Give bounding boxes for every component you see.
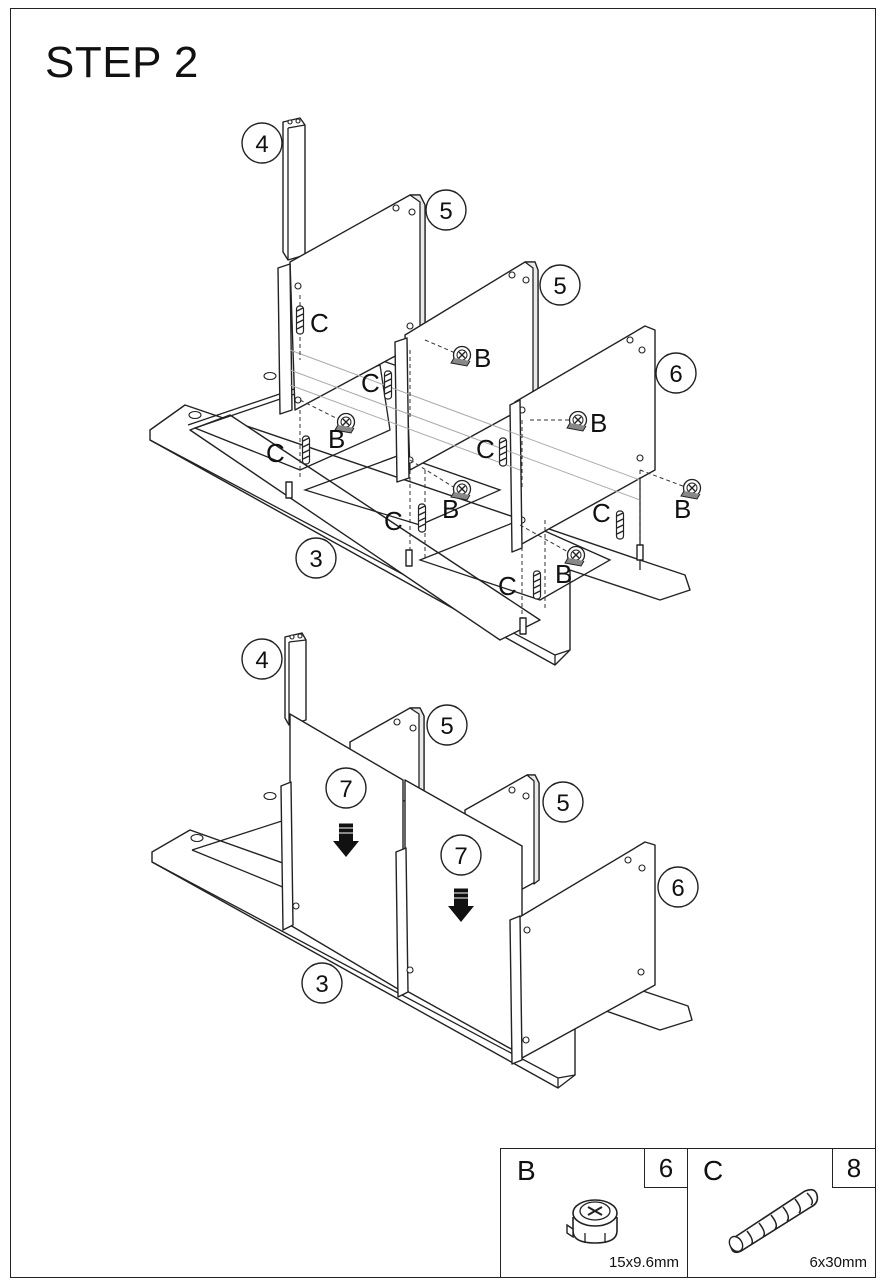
end-panel-part-6 (509, 841, 656, 1065)
svg-text:7: 7 (454, 843, 467, 870)
cam-lock-label: B (474, 343, 491, 373)
hardware-table: B 6 15x9.6mm C 8 6x30mm (500, 1148, 876, 1278)
dowel-label: C (384, 506, 403, 536)
cam-lock-label: B (555, 559, 572, 589)
svg-text:3: 3 (315, 971, 328, 998)
callout-part-4: 4 (241, 122, 283, 164)
base-frame-part-3 (149, 359, 691, 666)
hardware-quantity: 6 (644, 1149, 687, 1188)
callout-part-4: 4 (241, 638, 283, 680)
cam-lock-icon (566, 1199, 618, 1244)
callout-part-7: 7 (440, 834, 482, 876)
callout-part-7: 7 (325, 767, 367, 809)
cam-lock-label: B (674, 494, 691, 524)
post-part-4-front (277, 263, 293, 415)
hardware-quantity: 8 (832, 1149, 875, 1188)
exploded-assembly-view: C C C C C C C B B B B B B 4 5 5 (149, 117, 702, 666)
dowel-icon (532, 570, 542, 600)
post-middle (395, 847, 409, 998)
svg-text:5: 5 (556, 790, 569, 817)
callout-part-3: 3 (295, 537, 337, 579)
dowel-icon (301, 435, 311, 465)
hardware-letter: C (703, 1155, 724, 1186)
callout-part-6: 6 (657, 866, 699, 908)
svg-text:4: 4 (255, 131, 268, 158)
assembled-view: 4 5 5 6 7 7 3 (151, 632, 699, 1089)
svg-text:6: 6 (669, 361, 682, 388)
hardware-cell-c: C 8 6x30mm (687, 1149, 875, 1277)
leg-part-4 (284, 632, 307, 726)
hardware-size: 15x9.6mm (608, 1254, 679, 1271)
dowel-icon (417, 503, 427, 533)
side-panel-part-5-rear (289, 194, 426, 411)
svg-text:6: 6 (671, 875, 684, 902)
hardware-letter: B (517, 1155, 536, 1186)
cam-lock-label: B (328, 424, 345, 454)
callout-part-5: 5 (542, 781, 584, 823)
svg-text:5: 5 (439, 198, 452, 225)
dowel-icon (383, 370, 393, 400)
dowel-icon (295, 305, 305, 335)
dowel-label: C (498, 571, 517, 601)
dowel-icon (615, 510, 625, 540)
callout-part-5: 5 (426, 704, 468, 746)
callout-part-5: 5 (425, 189, 467, 231)
step-title: STEP 2 (45, 38, 199, 87)
leg-part-4 (282, 117, 306, 261)
callout-part-3: 3 (301, 962, 343, 1004)
svg-text:7: 7 (339, 776, 352, 803)
dowel-icon (498, 437, 508, 467)
hardware-cell-b: B 6 15x9.6mm (501, 1149, 688, 1277)
callout-part-6: 6 (655, 352, 697, 394)
dowel-label: C (361, 368, 380, 398)
dowel-label: C (266, 438, 285, 468)
callout-part-5: 5 (539, 264, 581, 306)
hardware-size: 6x30mm (809, 1254, 867, 1271)
cam-lock-label: B (442, 494, 459, 524)
dowel-label: C (592, 498, 611, 528)
post-part-4-front (280, 781, 294, 931)
svg-text:5: 5 (553, 273, 566, 300)
svg-text:4: 4 (255, 647, 268, 674)
wooden-dowel-icon (728, 1188, 819, 1254)
dowel-label: C (310, 308, 329, 338)
cam-lock-label: B (590, 408, 607, 438)
dowel-group (285, 305, 644, 635)
dowel-label: C (476, 434, 495, 464)
page-border (10, 8, 876, 1278)
svg-text:5: 5 (440, 713, 453, 740)
svg-text:3: 3 (309, 546, 322, 573)
